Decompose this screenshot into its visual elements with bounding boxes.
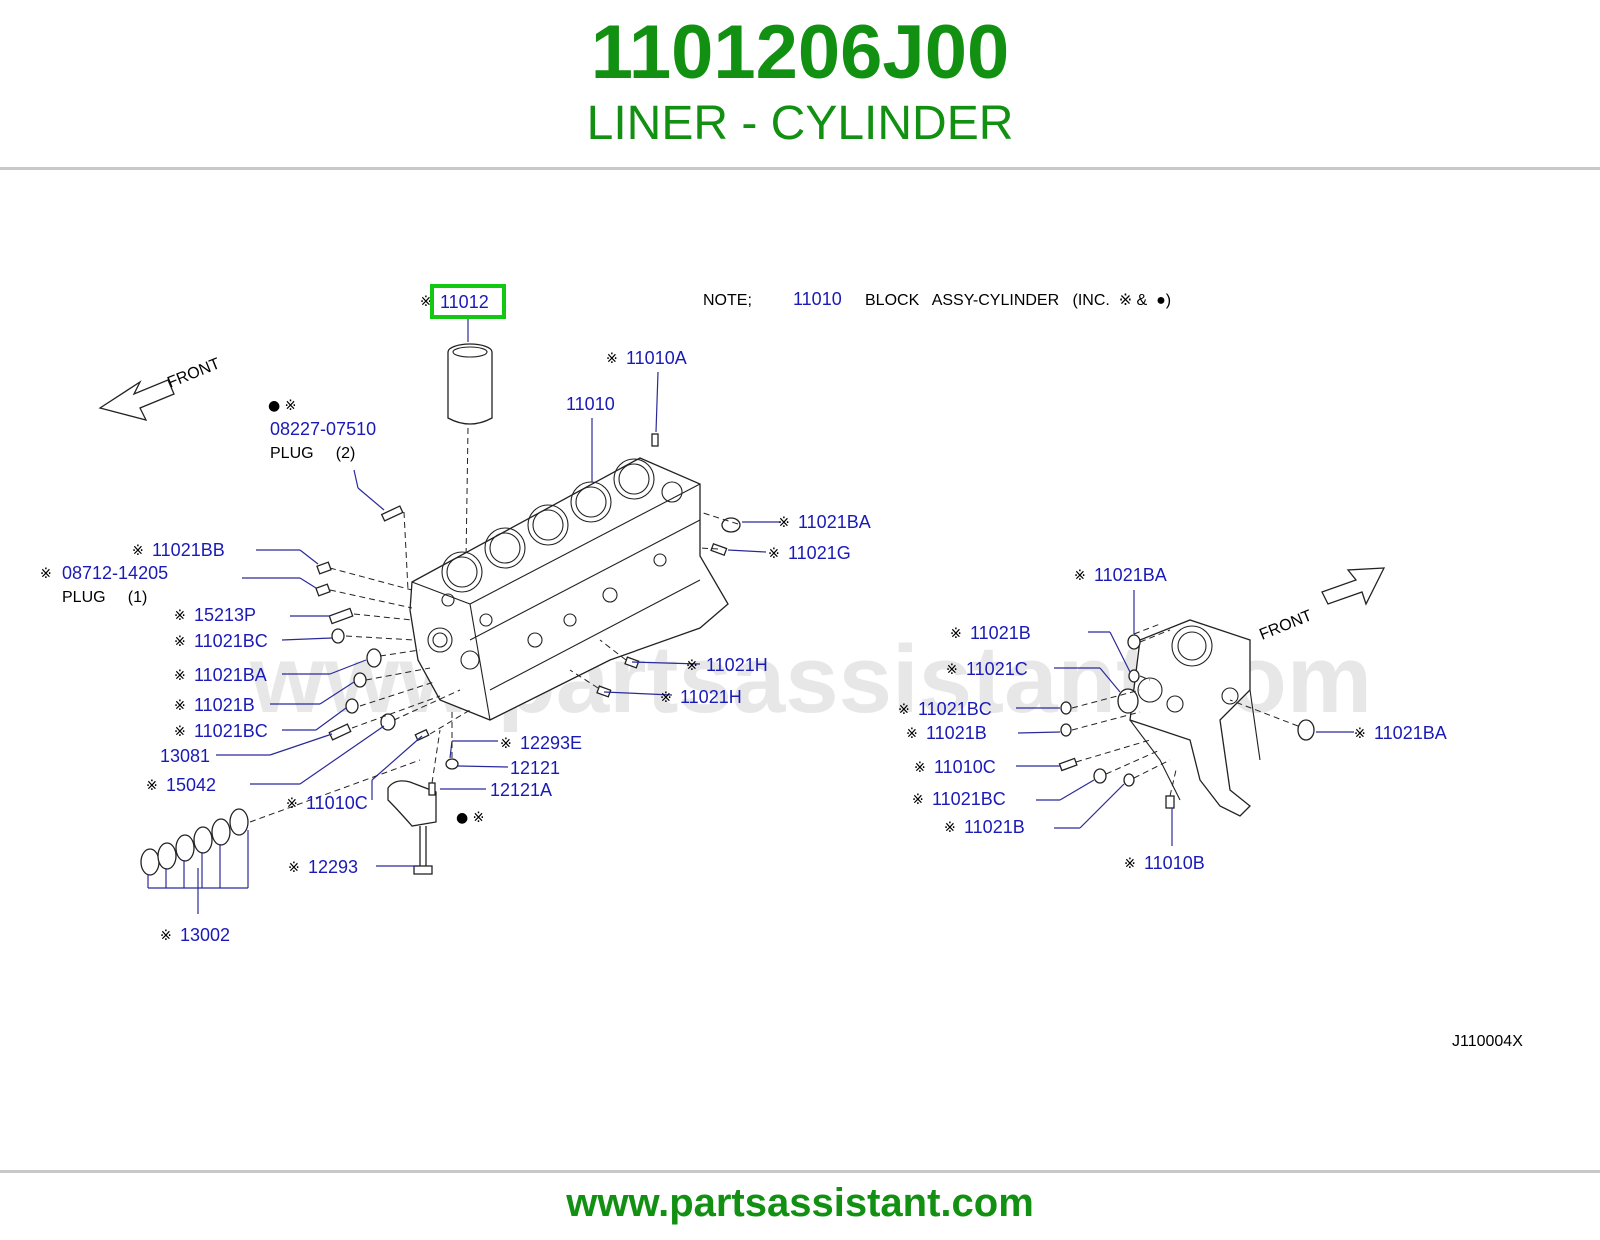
highlight-box xyxy=(430,284,506,319)
svg-text:※: ※ xyxy=(174,668,186,684)
part-label-11021B[interactable]: 11021B xyxy=(926,723,987,743)
header-divider xyxy=(0,167,1600,170)
part-label-11021BA[interactable]: 11021BA xyxy=(1374,723,1447,743)
svg-text:※: ※ xyxy=(946,662,958,678)
part-label-11021B[interactable]: 11021B xyxy=(964,817,1025,837)
part-label-11021BC[interactable]: 11021BC xyxy=(932,789,1006,809)
svg-text:※: ※ xyxy=(500,736,512,752)
part-label-15213P[interactable]: 15213P xyxy=(194,605,256,625)
part-label-11010C[interactable]: 11010C xyxy=(306,793,368,813)
part-label-11010C[interactable]: 11010C xyxy=(934,757,996,777)
svg-text:※: ※ xyxy=(778,515,790,531)
leader-lines-left xyxy=(147,371,780,914)
svg-text:※: ※ xyxy=(914,760,926,776)
svg-text:※: ※ xyxy=(146,778,158,794)
part-label-11021BA[interactable]: 11021BA xyxy=(194,665,267,685)
svg-text:※: ※ xyxy=(160,928,172,944)
part-label-11021G[interactable]: 11021G xyxy=(788,543,851,563)
part-label-11021C[interactable]: 11021C xyxy=(966,659,1028,679)
leader-lines-right xyxy=(1016,590,1354,846)
highlighted-part-11012[interactable]: 11012 xyxy=(440,292,489,312)
svg-text:※: ※ xyxy=(768,546,780,562)
part-label-11021B[interactable]: 11021B xyxy=(194,695,255,715)
part-label-11021BA[interactable]: 11021BA xyxy=(1094,565,1167,585)
part-label-12121A[interactable]: 12121A xyxy=(490,780,552,800)
liner-kome-mark: ※ xyxy=(420,294,432,310)
part-label-12121[interactable]: 12121 xyxy=(510,758,560,778)
note-part-link[interactable]: 11010 xyxy=(793,289,842,309)
svg-text:※: ※ xyxy=(1354,726,1366,742)
plug-2-label: PLUG (2) xyxy=(270,445,355,462)
svg-text:※: ※ xyxy=(286,796,298,812)
svg-text:※: ※ xyxy=(906,726,918,742)
part-label-08712-14205[interactable]: 08712-14205 xyxy=(62,563,168,583)
svg-text:※: ※ xyxy=(40,566,52,582)
svg-text:※: ※ xyxy=(950,626,962,642)
plug-1-label: PLUG (1) xyxy=(62,589,147,606)
part-name-subtitle: LINER - CYLINDER xyxy=(586,97,1014,150)
front-arrow-left: FRONT xyxy=(98,355,223,421)
part-label-11010B[interactable]: 11010B xyxy=(1144,853,1205,873)
part-label-11021BC[interactable]: 11021BC xyxy=(194,631,268,651)
svg-text:※: ※ xyxy=(1074,568,1086,584)
cylinder-block-rear-drawing xyxy=(1129,619,1261,817)
note-text: BLOCK ASSY-CYLINDER (INC. ※ & ●) xyxy=(865,292,1171,309)
cylinder-liner-drawing[interactable] xyxy=(447,343,493,425)
part-labels-right: ※ 11021BA ※ 11021B ※ 11021C ※ 11021BC ※ … xyxy=(898,565,1447,873)
bearing-cap-drawing xyxy=(387,780,437,875)
part-label-11010[interactable]: 11010 xyxy=(566,394,615,414)
svg-text:※: ※ xyxy=(1124,856,1136,872)
svg-text:※: ※ xyxy=(944,820,956,836)
svg-text:※: ※ xyxy=(660,690,672,706)
part-label-15042[interactable]: 15042 xyxy=(166,775,216,795)
svg-text:※: ※ xyxy=(288,860,300,876)
svg-text:● ※: ● ※ xyxy=(268,398,296,414)
diagram-ref-code: J110004X xyxy=(1452,1033,1523,1050)
note-prefix: NOTE; xyxy=(703,292,752,309)
svg-text:※: ※ xyxy=(174,724,186,740)
svg-text:※: ※ xyxy=(174,634,186,650)
svg-text:※: ※ xyxy=(686,658,698,674)
footer-divider xyxy=(0,1170,1600,1173)
svg-text:※: ※ xyxy=(174,608,186,624)
part-label-08227-07510[interactable]: 08227-07510 xyxy=(270,419,376,439)
part-label-11010A[interactable]: 11010A xyxy=(626,348,687,368)
part-label-12293E[interactable]: 12293E xyxy=(520,733,582,753)
part-labels-left: ※ 11010A 11010 ● ※ 08227-07510 PLUG (2) … xyxy=(40,348,871,945)
small-parts-left xyxy=(315,433,741,796)
assembly-dashed-lines xyxy=(249,511,1299,823)
part-label-13002[interactable]: 13002 xyxy=(180,925,230,945)
svg-text:※: ※ xyxy=(898,702,910,718)
cylinder-block-main-drawing xyxy=(409,457,729,721)
part-label-12293[interactable]: 12293 xyxy=(308,857,358,877)
crank-bearing-rings-drawing xyxy=(140,808,249,876)
part-label-11021B[interactable]: 11021B xyxy=(970,623,1031,643)
part-label-11021BC[interactable]: 11021BC xyxy=(194,721,268,741)
front-label-left: FRONT xyxy=(165,355,223,391)
svg-text:※: ※ xyxy=(174,698,186,714)
part-label-11021BB[interactable]: 11021BB xyxy=(152,540,225,560)
site-url-footer[interactable]: www.partsassistant.com xyxy=(566,1181,1034,1225)
part-label-13081[interactable]: 13081 xyxy=(160,746,210,766)
svg-text:※: ※ xyxy=(912,792,924,808)
part-label-11021BA[interactable]: 11021BA xyxy=(798,512,871,532)
part-number-title: 1101206J00 xyxy=(590,10,1010,95)
small-parts-right xyxy=(1058,634,1315,809)
svg-text:※: ※ xyxy=(606,351,618,367)
part-label-11021BC[interactable]: 11021BC xyxy=(918,699,992,719)
part-label-11021H[interactable]: 11021H xyxy=(680,687,742,707)
part-label-11021H[interactable]: 11021H xyxy=(706,655,768,675)
cap-dot-kome-mark: ● ※ xyxy=(456,810,484,826)
svg-text:※: ※ xyxy=(132,543,144,559)
